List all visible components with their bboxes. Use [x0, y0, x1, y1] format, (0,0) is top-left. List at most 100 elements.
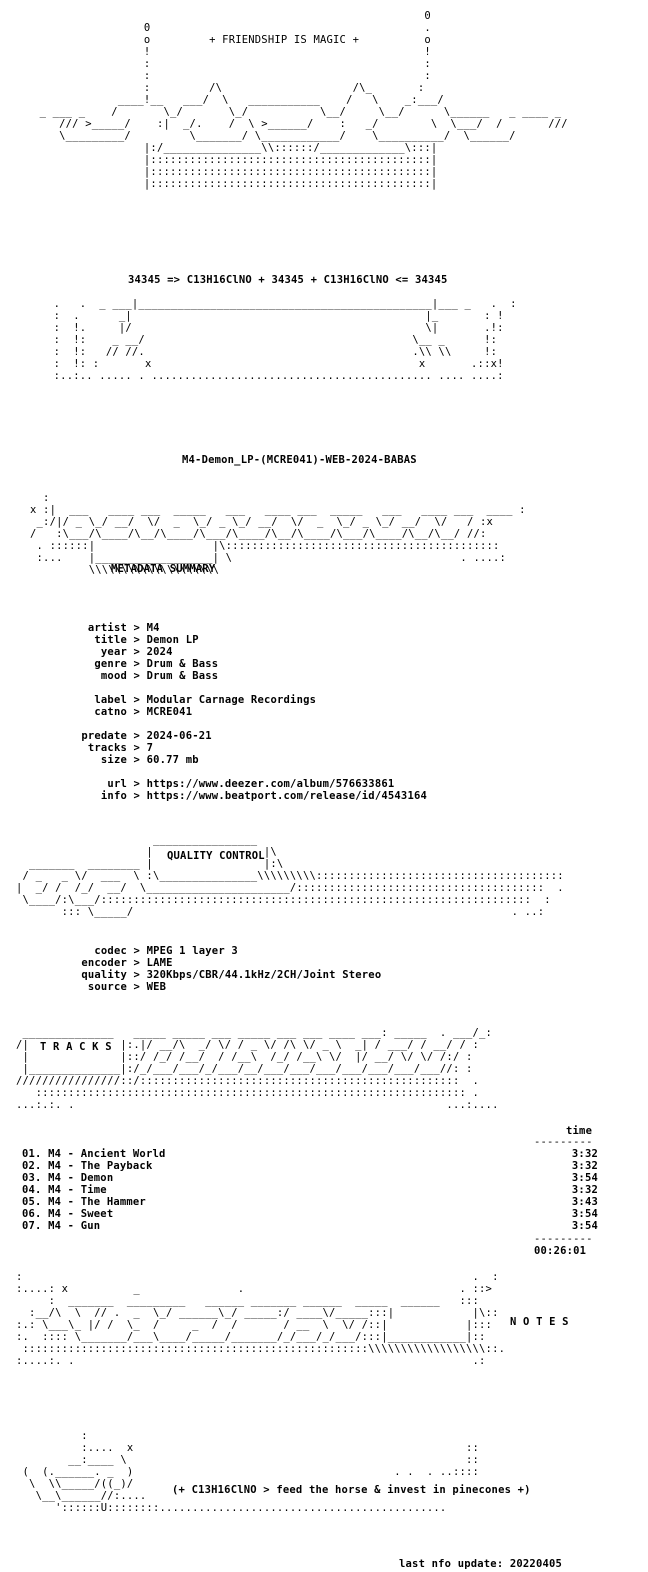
field-row: size > 60.77 mb — [0, 754, 199, 766]
last-update: last nfo update: 20220405 — [399, 1558, 563, 1570]
field-row: encoder > LAME — [0, 957, 173, 969]
tracks-time-header: time — [566, 1125, 593, 1137]
field-value: https://www.beatport.com/release/id/4543… — [146, 790, 428, 802]
field-key: quality — [81, 969, 127, 981]
field-value: 2024 — [146, 646, 173, 658]
ascii-art-line: /// >_____/ :| _/. / \ >______/ : _/ \ \… — [20, 118, 568, 130]
field-value: Modular Carnage Recordings — [146, 694, 317, 706]
field-value: M4 — [146, 622, 160, 634]
field-value: Drum & Bass — [146, 670, 219, 682]
tracks-total-divider: --------- — [534, 1233, 593, 1245]
field-key: tracks — [87, 742, 127, 754]
field-row: artist > M4 — [0, 622, 160, 634]
track-dash: - — [61, 1148, 81, 1160]
field-value: Demon LP — [146, 634, 199, 646]
track-time: 3:54 — [571, 1172, 598, 1184]
track-dash: - — [61, 1220, 81, 1232]
field-key: genre — [94, 658, 127, 670]
field-value: WEB — [146, 981, 167, 993]
field-key: info — [100, 790, 127, 802]
field-key: size — [100, 754, 127, 766]
field-value: MPEG 1 layer 3 — [146, 945, 238, 957]
tracks-total-time: 00:26:01 — [534, 1245, 587, 1257]
ascii-art-line: 0 — [20, 10, 431, 22]
tracks-header-divider: --------- — [534, 1136, 593, 1148]
field-separator: > — [127, 969, 147, 981]
track-title: Gun — [80, 1220, 101, 1232]
field-separator: > — [127, 646, 147, 658]
notes-section-title: N O T E S — [510, 1316, 569, 1328]
ascii-art-line: : : — [20, 70, 431, 82]
track-number: 04. — [22, 1184, 42, 1196]
track-title: Sweet — [80, 1208, 114, 1220]
ascii-art-line: : !: // //. .\\ \\ !: — [8, 346, 498, 358]
field-value: MCRE041 — [146, 706, 193, 718]
track-number: 06. — [22, 1208, 42, 1220]
formula-line: 34345 => C13H16ClNO + 34345 + C13H16ClNO… — [128, 274, 448, 286]
ascii-art-line: : !: _ __/ \__ _ !: — [8, 334, 498, 346]
field-value: 60.77 mb — [146, 754, 199, 766]
track-artist: M4 — [48, 1172, 62, 1184]
track-number: 07. — [22, 1220, 42, 1232]
tracks-logo-art: ______________ _____ _____ ___ _____ ___… — [16, 1027, 499, 1111]
track-artist: M4 — [48, 1148, 62, 1160]
field-separator: > — [127, 790, 147, 802]
tracks-section-title: T R A C K S — [40, 1041, 112, 1053]
field-row: tracks > 7 — [0, 742, 153, 754]
ascii-art-line: : : — [20, 58, 431, 70]
release-name: M4-Demon_LP-(MCRE041)-WEB-2024-BABAS — [182, 454, 417, 466]
track-row: 04. M4 - Time 3:32 — [22, 1184, 598, 1196]
field-key: url — [107, 778, 127, 790]
field-separator: > — [127, 730, 147, 742]
ascii-art-line: :..:.. ..... . .........................… — [8, 370, 504, 382]
footer-art: : :.... x :: __:____ \ :: ( (.______. _ … — [22, 1430, 480, 1514]
field-row: predate > 2024-06-21 — [0, 730, 212, 742]
ascii-art-line: : !: : x x .::x! — [8, 358, 504, 370]
track-number: 03. — [22, 1172, 42, 1184]
field-key: title — [94, 634, 127, 646]
field-key: year — [100, 646, 127, 658]
track-number: 05. — [22, 1196, 42, 1208]
field-row: info > https://www.beatport.com/release/… — [0, 790, 427, 802]
field-key: label — [94, 694, 127, 706]
quality-section-title: QUALITY CONTROL — [167, 850, 265, 862]
track-artist: M4 — [48, 1220, 62, 1232]
field-row: label > Modular Carnage Recordings — [0, 694, 316, 706]
ascii-art-line: |:::::::::::::::::::::::::::::::::::::::… — [20, 166, 438, 178]
track-number: 01. — [22, 1148, 42, 1160]
track-time: 3:32 — [571, 1184, 598, 1196]
track-artist: M4 — [48, 1184, 62, 1196]
track-row: 01. M4 - Ancient World 3:32 — [22, 1148, 598, 1160]
field-separator: > — [127, 945, 147, 957]
metadata-logo-art: : x :| ___ ____ ___ _____ ___ ____ ___ _… — [30, 492, 526, 576]
track-title: Ancient World — [80, 1148, 166, 1160]
field-value: 320Kbps/CBR/44.1kHz/2CH/Joint Stereo — [146, 969, 382, 981]
field-key: catno — [94, 706, 127, 718]
track-dash: - — [61, 1160, 81, 1172]
field-separator: > — [127, 981, 147, 993]
track-title: The Payback — [80, 1160, 153, 1172]
ascii-art-line: ____!__ ___/ \ ___________ / \ _:___/ — [20, 94, 444, 106]
track-artist: M4 — [48, 1208, 62, 1220]
track-title: Time — [80, 1184, 107, 1196]
field-key: encoder — [81, 957, 127, 969]
ascii-art-line: : /\ /\_ : — [20, 82, 425, 94]
ascii-art-line: _ ___ _ / \_/ \_/ \__/ \__/ \______ _ __… — [20, 106, 562, 118]
ascii-art-line: ! ! — [20, 46, 431, 58]
track-artist: M4 — [48, 1160, 62, 1172]
ascii-art-line: |:/_______________\\::::::/_____________… — [20, 142, 438, 154]
field-separator: > — [127, 957, 147, 969]
ascii-art-line: 0 . — [20, 22, 431, 34]
track-time: 3:32 — [571, 1148, 598, 1160]
footer-slogan: (+ C13H16ClNO > feed the horse & invest … — [172, 1484, 531, 1496]
ascii-art-line: \_________/ \_______/ \____________/ \__… — [20, 130, 516, 142]
field-row: url > https://www.deezer.com/album/57663… — [0, 778, 394, 790]
field-key: mood — [100, 670, 127, 682]
track-dash: - — [61, 1208, 81, 1220]
track-title: Demon — [80, 1172, 114, 1184]
track-dash: - — [61, 1184, 81, 1196]
